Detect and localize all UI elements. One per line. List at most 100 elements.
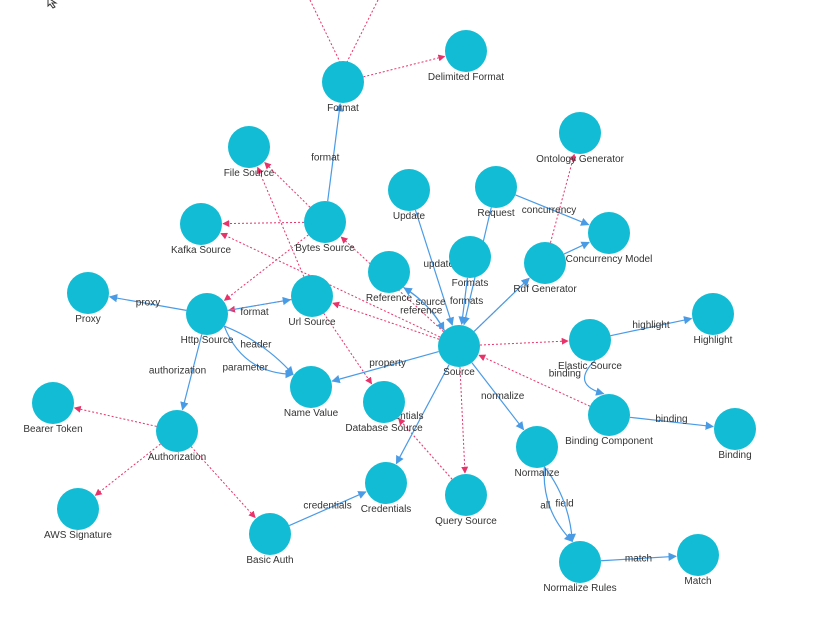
edge-label: update	[423, 259, 454, 270]
node-circle[interactable]	[714, 408, 756, 450]
node-proxy[interactable]: Proxy	[67, 272, 109, 325]
node-circle[interactable]	[516, 426, 558, 468]
node-elastic-source[interactable]: Elastic Source	[558, 319, 622, 372]
node-circle[interactable]	[156, 410, 198, 452]
edge-elastic-source-to-highlight	[610, 316, 693, 337]
node-circle[interactable]	[249, 513, 291, 555]
node-http-source[interactable]: Http Source	[181, 293, 234, 346]
node-label: Request	[477, 208, 514, 219]
node-authorization[interactable]: Authorization	[148, 410, 206, 463]
node-circle[interactable]	[692, 293, 734, 335]
node-reference[interactable]: Reference	[366, 251, 413, 304]
node-circle[interactable]	[365, 462, 407, 504]
node-circle[interactable]	[290, 366, 332, 408]
node-binding-component[interactable]: Binding Component	[565, 394, 653, 447]
edge-http-source-to-authorization	[180, 334, 203, 411]
node-circle[interactable]	[559, 112, 601, 154]
node-rdf-generator[interactable]: Rdf Generator	[513, 242, 577, 295]
node-circle[interactable]	[438, 325, 480, 367]
node-circle[interactable]	[180, 203, 222, 245]
node-circle[interactable]	[186, 293, 228, 335]
edge-label: parameter	[222, 363, 268, 374]
node-circle[interactable]	[368, 251, 410, 293]
node-url-source[interactable]: Url Source	[288, 275, 336, 328]
node-circle[interactable]	[445, 30, 487, 72]
node-formats[interactable]: Formats	[449, 236, 491, 289]
edge-label: formats	[450, 296, 483, 307]
node-database-source[interactable]: Database Source	[345, 381, 423, 434]
edge-label: all	[540, 501, 550, 512]
node-label: Credentials	[361, 504, 412, 515]
node-label: File Source	[224, 168, 275, 179]
edge-basic-auth-to-credentials	[288, 491, 367, 527]
node-circle[interactable]	[32, 382, 74, 424]
node-label: Url Source	[288, 317, 336, 328]
edge-source-to-elastic-source	[479, 337, 569, 346]
node-label: Highlight	[694, 335, 733, 346]
edge-label: property	[369, 358, 406, 369]
node-source[interactable]: Source	[438, 325, 480, 378]
node-bytes-source[interactable]: Bytes Source	[295, 201, 355, 254]
node-circle[interactable]	[363, 381, 405, 423]
node-basic-auth[interactable]: Basic Auth	[246, 513, 294, 566]
edge-label: format	[311, 152, 340, 163]
edge-source-to-name-value	[331, 351, 439, 384]
node-circle[interactable]	[291, 275, 333, 317]
edge-request-to-concurrency-model	[515, 194, 590, 226]
node-normalize-rules[interactable]: Normalize Rules	[543, 541, 617, 594]
node-circle[interactable]	[388, 169, 430, 211]
edge-authorization-to-aws-signature	[94, 443, 161, 496]
edge-label: proxy	[136, 298, 160, 309]
node-delimited-format[interactable]: Delimited Format	[428, 30, 504, 83]
node-circle[interactable]	[677, 534, 719, 576]
node-circle[interactable]	[445, 474, 487, 516]
edges-layer: formatproxyformatheaderparameterauthoriz…	[73, 54, 714, 565]
node-label: Delimited Format	[428, 72, 504, 83]
node-label: Name Value	[284, 408, 339, 419]
node-file-source[interactable]: File Source	[224, 126, 275, 179]
edge-normalize-to-normalize-rules	[543, 466, 576, 543]
edge-rdf-generator-to-concurrency-model	[563, 241, 590, 255]
node-ontology-generator[interactable]: Ontology Generator	[536, 112, 625, 165]
edge-label: reference	[400, 306, 443, 317]
node-circle[interactable]	[57, 488, 99, 530]
node-request[interactable]: Request	[475, 166, 517, 219]
edge-label: header	[240, 339, 272, 350]
edge-source-to-url-source	[332, 301, 440, 340]
node-circle[interactable]	[67, 272, 109, 314]
node-circle[interactable]	[588, 394, 630, 436]
node-circle[interactable]	[588, 212, 630, 254]
node-circle[interactable]	[228, 126, 270, 168]
node-aws-signature[interactable]: AWS Signature	[44, 488, 112, 541]
node-label: Formats	[452, 278, 489, 289]
node-circle[interactable]	[569, 319, 611, 361]
node-circle[interactable]	[449, 236, 491, 278]
edge-bytes-source-to-file-source	[264, 161, 311, 208]
node-concurrency-model[interactable]: Concurrency Model	[566, 212, 653, 265]
node-kafka-source[interactable]: Kafka Source	[171, 203, 231, 256]
edge-normalize-rules-to-match	[600, 552, 677, 562]
node-query-source[interactable]: Query Source	[435, 474, 497, 527]
edge-http-source-to-name-value	[223, 325, 294, 379]
node-circle[interactable]	[475, 166, 517, 208]
node-circle[interactable]	[322, 61, 364, 103]
node-credentials[interactable]: Credentials	[361, 462, 412, 515]
node-circle[interactable]	[524, 242, 566, 284]
node-bearer-token[interactable]: Bearer Token	[23, 382, 83, 435]
edge-format-to-delimited-format	[363, 54, 446, 78]
node-update[interactable]: Update	[388, 169, 430, 222]
node-circle[interactable]	[304, 201, 346, 243]
node-match[interactable]: Match	[677, 534, 719, 587]
edge-url-source-to-database-source	[323, 313, 373, 385]
node-name-value[interactable]: Name Value	[284, 366, 339, 419]
edge-binding-component-to-source	[478, 354, 591, 407]
node-binding[interactable]: Binding	[714, 408, 756, 461]
node-normalize[interactable]: Normalize	[514, 426, 560, 479]
edge-source-to-rdf-generator	[473, 277, 530, 332]
node-highlight[interactable]: Highlight	[692, 293, 734, 346]
edge-authorization-to-basic-auth	[190, 446, 256, 519]
node-label: Bytes Source	[295, 243, 355, 254]
node-format[interactable]: Format	[322, 61, 364, 114]
node-circle[interactable]	[559, 541, 601, 583]
